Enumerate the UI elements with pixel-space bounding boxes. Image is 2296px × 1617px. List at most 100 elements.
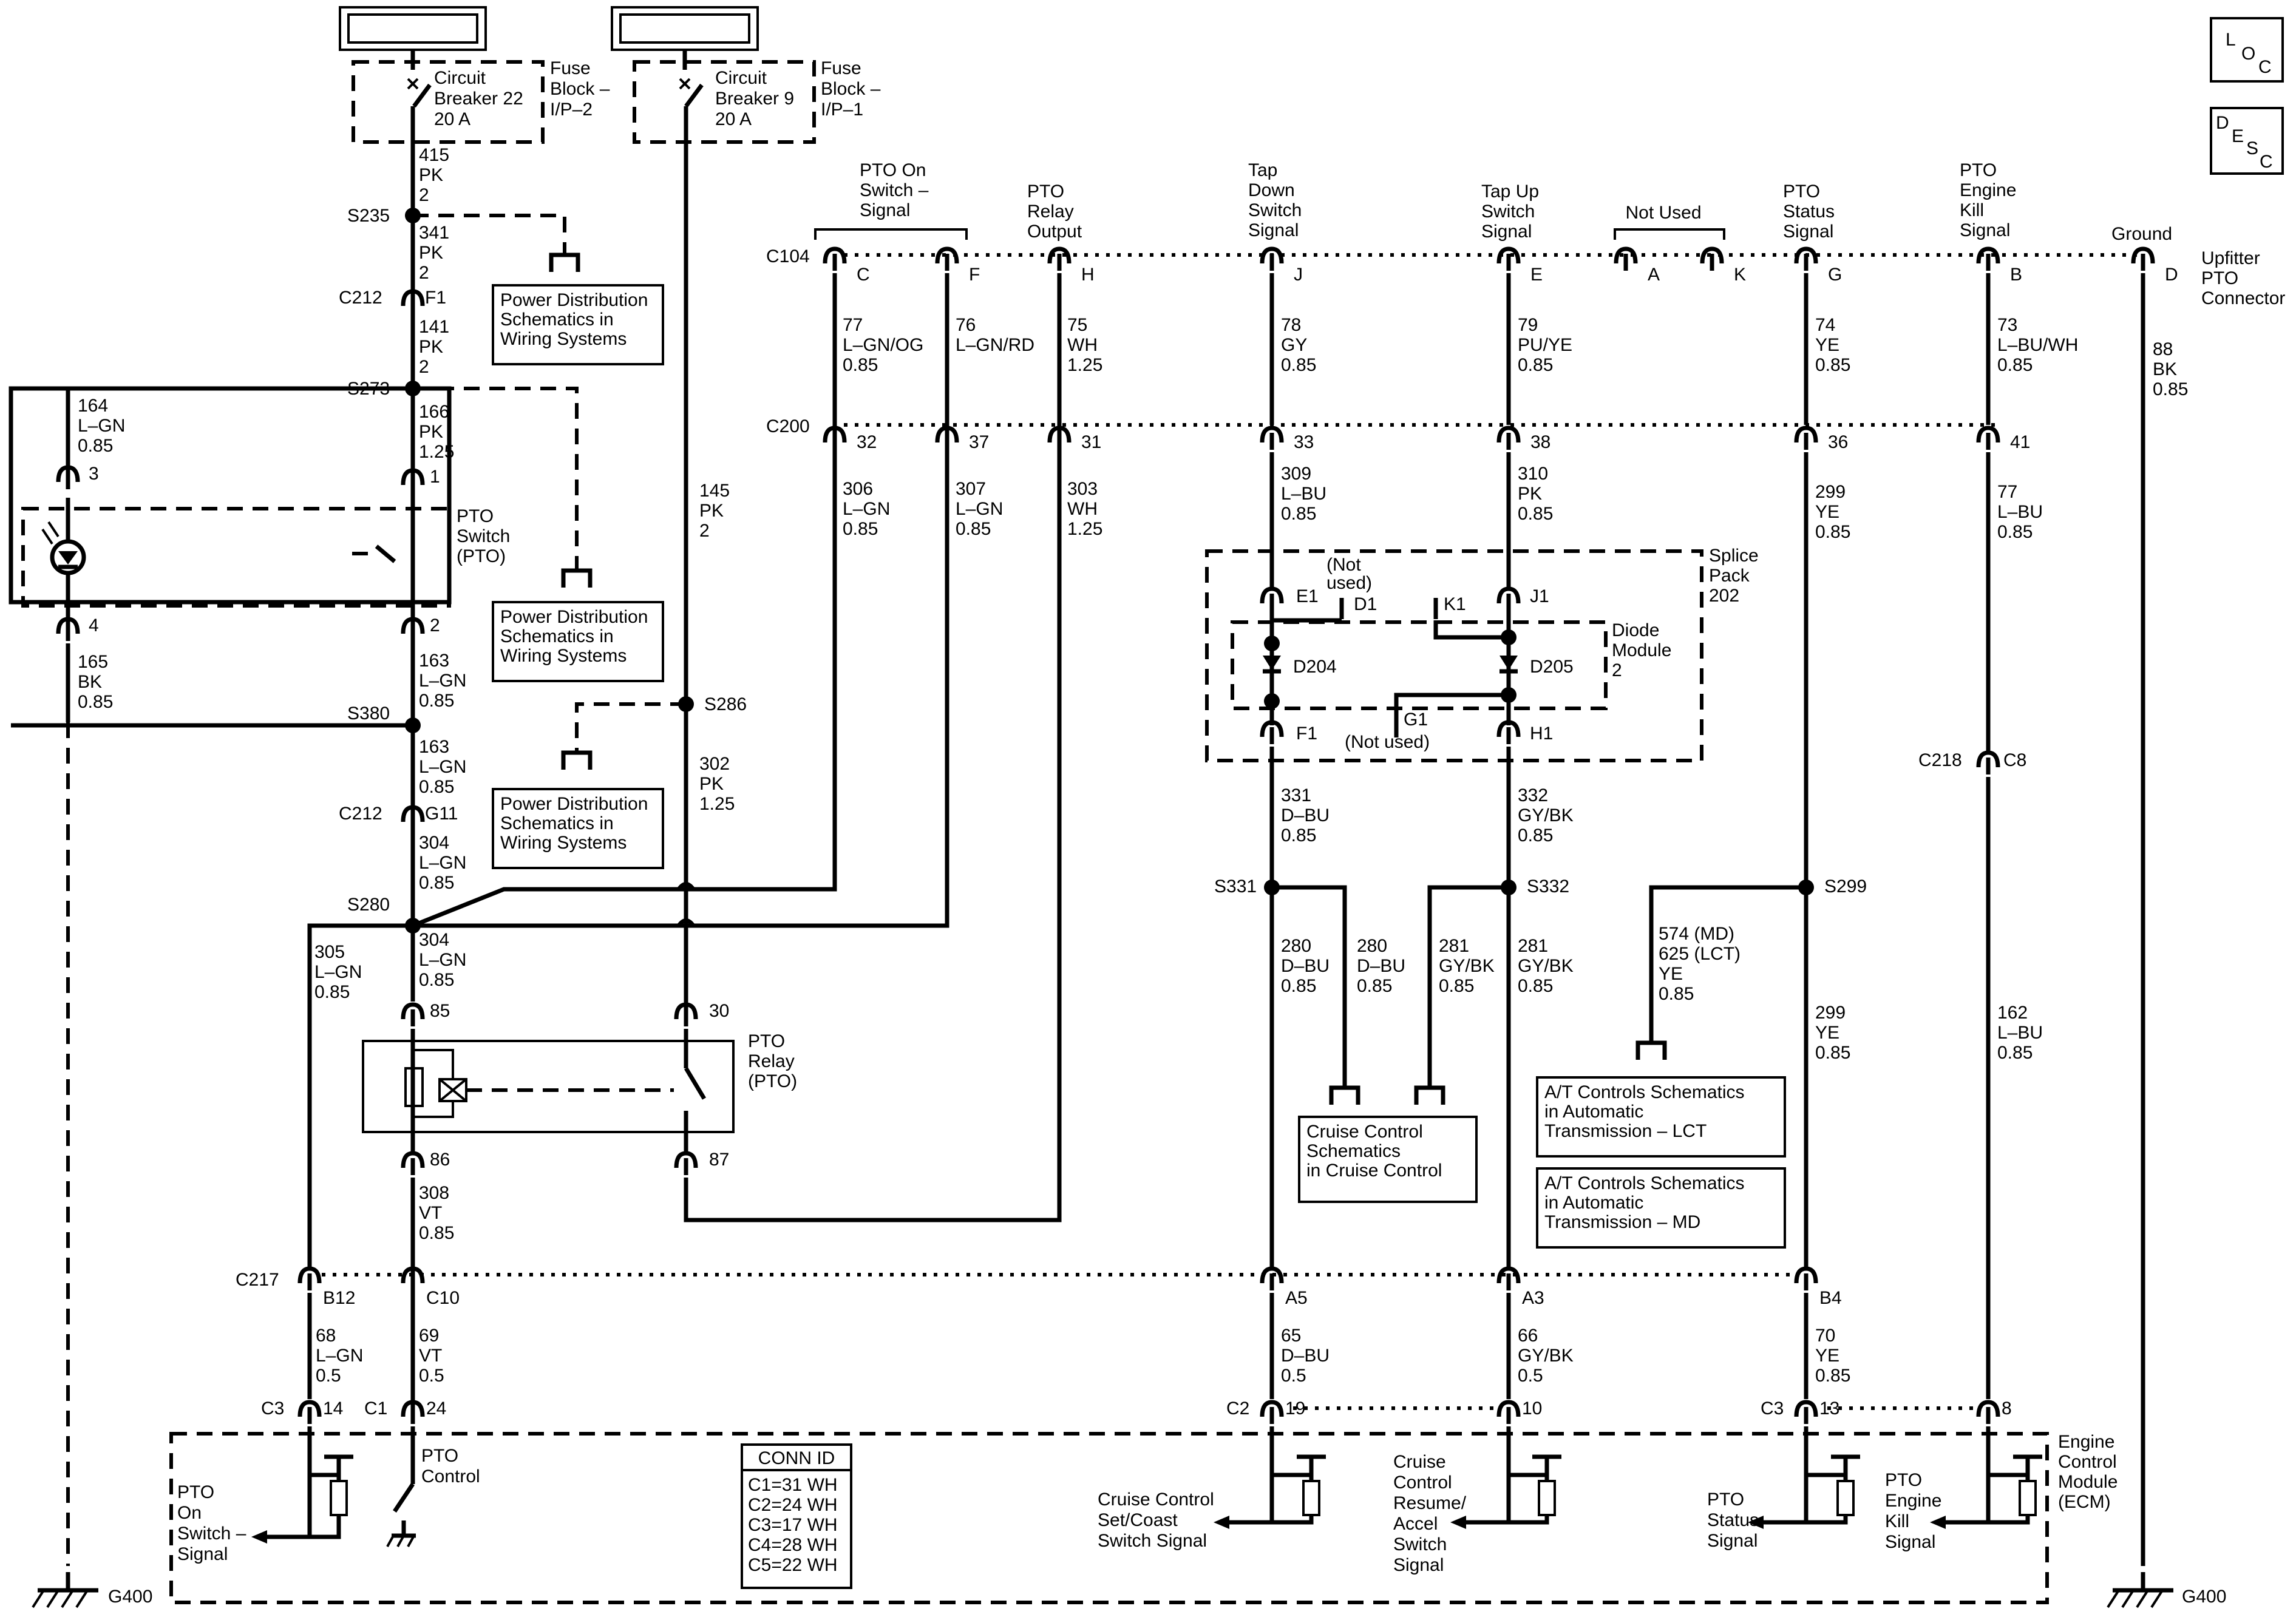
wire-74-label: 74 bbox=[1815, 315, 1835, 335]
tap-down-header: Signal bbox=[1248, 220, 1299, 240]
wire-70-label: 0.85 bbox=[1815, 1366, 1850, 1386]
pto-relay-output-header: PTO bbox=[1027, 181, 1064, 202]
power-distribution-ref-2-text: Power Distribution bbox=[500, 607, 648, 627]
pto-engine-kill-signal-label: Kill bbox=[1885, 1511, 1909, 1531]
pto-on-switch-header: Signal bbox=[860, 200, 910, 220]
wire-163-label-b: 163 bbox=[419, 737, 449, 757]
wire-163-label-a: 163 bbox=[419, 651, 449, 671]
wire-145-label: PK bbox=[699, 501, 724, 521]
cruise-control-ref bbox=[1298, 1116, 1478, 1203]
run-start-inner-left bbox=[347, 13, 478, 44]
connector-c104-pin bbox=[1614, 246, 1638, 264]
splice-pack-202-outline bbox=[1205, 549, 1703, 762]
connector-c217-pin bbox=[297, 1266, 322, 1284]
connector-c212-label-b: C212 bbox=[339, 804, 382, 824]
upfitter-connector-label: Connector bbox=[2201, 288, 2285, 308]
cruise-resume-accel-label: Accel bbox=[1393, 1514, 1438, 1534]
wire-308-label: VT bbox=[419, 1203, 442, 1223]
wire-164-label: 0.85 bbox=[78, 436, 113, 456]
pin-2-label: 2 bbox=[430, 615, 440, 636]
connector-c200-pin-label: 31 bbox=[1081, 432, 1101, 452]
cruise-resume-accel-label: Control bbox=[1393, 1473, 1452, 1493]
wire-574-625 bbox=[1649, 885, 1806, 1043]
wire-415-label: 2 bbox=[419, 185, 429, 205]
connector-c104-pin-label: E bbox=[1530, 265, 1543, 285]
at-controls-md-ref-text: Transmission – MD bbox=[1544, 1212, 1700, 1232]
breaker-22-label: Circuit bbox=[434, 68, 486, 88]
breaker-22-label: Breaker 22 bbox=[434, 89, 523, 109]
pin-1-label: 1 bbox=[430, 467, 440, 487]
run-start-text-left: RUN/START bbox=[354, 17, 472, 40]
wire-307-label: L–GN bbox=[956, 499, 1003, 519]
ecm-label: Engine bbox=[2058, 1432, 2114, 1452]
connector-c104-pin-label: A bbox=[1648, 265, 1660, 285]
wire-68-label: L–GN bbox=[316, 1346, 363, 1366]
relay-coil-lead bbox=[413, 1049, 454, 1079]
at-controls-lct-ref-text: in Automatic bbox=[1544, 1102, 1643, 1122]
wire-jumper-306 bbox=[677, 882, 695, 891]
lamp-diode-symbol bbox=[58, 551, 78, 564]
breaker-9-contact bbox=[684, 83, 704, 108]
splice-s280-label: S280 bbox=[347, 895, 390, 915]
wire-145-label: 2 bbox=[699, 521, 710, 541]
wire-77-label: L–GN/OG bbox=[843, 335, 923, 355]
tap-up-header: Signal bbox=[1481, 222, 1532, 242]
ecm-label: Module bbox=[2058, 1472, 2118, 1492]
wire-jumper-307 bbox=[677, 918, 695, 927]
fuse-block-ip2-label: Fuse bbox=[550, 58, 591, 78]
ecm-connector-pin bbox=[401, 1400, 425, 1417]
wire-299-label-a: YE bbox=[1815, 502, 1839, 522]
wire-77-label: 0.85 bbox=[843, 355, 878, 375]
power-distribution-ref-1-text: Schematics in bbox=[500, 310, 614, 330]
wire-165-label: BK bbox=[78, 672, 102, 692]
lamp-ray bbox=[41, 528, 53, 545]
wire-307-label: 307 bbox=[956, 479, 986, 499]
conn-id-row: C4=28 WH bbox=[748, 1535, 838, 1555]
power-distribution-ref-3-text: Wiring Systems bbox=[500, 833, 627, 853]
wire-310-label: 310 bbox=[1518, 464, 1548, 484]
wire-305-label: 305 bbox=[314, 942, 345, 962]
wire-281-label-b: 281 bbox=[1518, 936, 1548, 956]
wire-310-label: 0.85 bbox=[1518, 504, 1553, 524]
breaker-9-label: Circuit bbox=[715, 68, 767, 88]
pto-status-input-resistor bbox=[1836, 1480, 1855, 1516]
pin-30-label: 30 bbox=[709, 1001, 729, 1021]
wire-79-label: 0.85 bbox=[1518, 355, 1553, 375]
k1-link bbox=[1433, 620, 1509, 640]
connector-c3-right-label: C3 bbox=[1761, 1398, 1784, 1419]
wire-303 bbox=[684, 273, 1062, 1222]
ground-hatch bbox=[386, 1535, 395, 1547]
splice-s286-label: S286 bbox=[704, 694, 747, 714]
power-distribution-ref-2-text: Wiring Systems bbox=[500, 646, 627, 666]
tap-up-header: Switch bbox=[1481, 202, 1535, 222]
fuse-block-ip1-label: I/P–1 bbox=[821, 100, 863, 120]
connector-pto-switch-pin1 bbox=[401, 468, 425, 486]
fuse-block-ip1-label: Block – bbox=[821, 79, 881, 99]
wire-306 bbox=[686, 425, 837, 892]
not-used-d1-label: used) bbox=[1326, 573, 1372, 593]
ground-hatch bbox=[46, 1589, 59, 1609]
splice-pack-label: Pack bbox=[1709, 566, 1750, 586]
connector-c104-pin bbox=[935, 246, 959, 264]
pin-87-label: 87 bbox=[709, 1150, 729, 1170]
wire-302-label: PK bbox=[699, 774, 724, 794]
cruise-set-coast-label: Switch Signal bbox=[1098, 1531, 1207, 1551]
wire-309-label: 0.85 bbox=[1281, 504, 1316, 524]
wire-78-label: 0.85 bbox=[1281, 355, 1316, 375]
connector-lamp-pin3 bbox=[56, 465, 80, 483]
splice-s235-label: S235 bbox=[347, 206, 390, 226]
breaker-9-label: Breaker 9 bbox=[715, 89, 794, 109]
wire-574-label: 625 (LCT) bbox=[1659, 944, 1741, 964]
connector-relay-86 bbox=[401, 1151, 425, 1168]
connector-c104-pin-label: C bbox=[857, 265, 870, 285]
wire-88-label: 88 bbox=[2153, 339, 2173, 359]
connector-c217-pin-label: B4 bbox=[1819, 1288, 1842, 1308]
wire-341-label: 341 bbox=[419, 223, 449, 243]
at-controls-lct-ref-text: Transmission – LCT bbox=[1544, 1121, 1707, 1141]
wire-77-lbu-label: 0.85 bbox=[1997, 522, 2033, 542]
ground-hatch bbox=[407, 1535, 415, 1547]
ecm-outline bbox=[169, 1432, 2049, 1604]
cruise-resume-input-arrow bbox=[1450, 1516, 1466, 1529]
pto-engine-kill-signal-label: PTO bbox=[1885, 1470, 1922, 1490]
location-box bbox=[2210, 17, 2284, 83]
